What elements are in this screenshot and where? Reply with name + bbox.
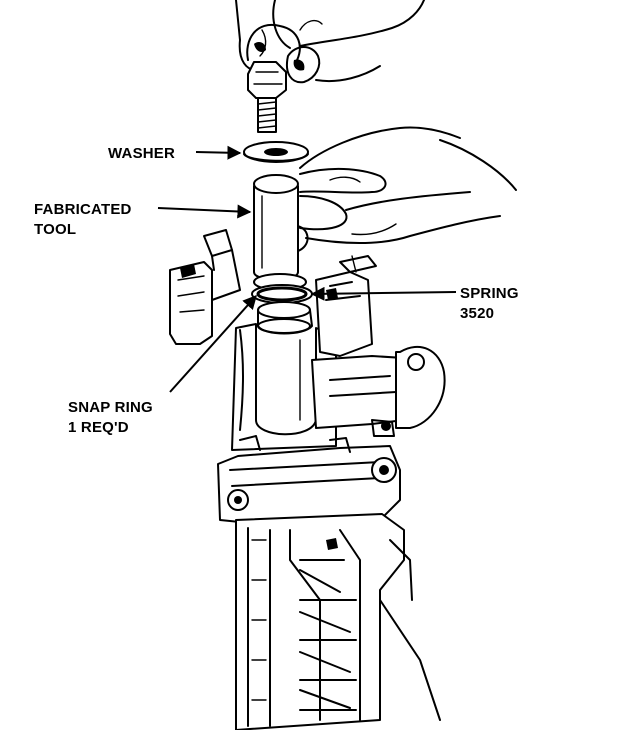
spring-label-line1: SPRING <box>460 285 519 302</box>
shifter-housing <box>169 229 446 730</box>
upper-hand <box>235 0 425 84</box>
spring-label-line2: 3520 <box>460 305 494 322</box>
washer-label: WASHER <box>108 145 175 162</box>
label-fabricated-tool: FABRICATED TOOL <box>34 201 252 238</box>
snap-ring-label-line1: SNAP RING <box>68 399 153 416</box>
label-snap-ring: SNAP RING 1 REQ'D <box>68 294 257 436</box>
spring-stack <box>251 273 313 335</box>
washer-leader <box>195 145 242 160</box>
fabricated-tool-label-line2: TOOL <box>34 221 76 238</box>
fabricated-tool-leader <box>157 204 252 219</box>
label-spring: SPRING 3520 <box>310 285 519 322</box>
fabricated-tool-label-line1: FABRICATED <box>34 201 132 218</box>
snap-ring-leader <box>169 294 257 393</box>
lower-hand <box>273 126 517 254</box>
spring-leader <box>310 286 457 301</box>
bolt <box>247 61 287 133</box>
washer <box>243 141 309 163</box>
label-washer: WASHER <box>108 145 242 162</box>
snap-ring-label-line2: 1 REQ'D <box>68 419 129 436</box>
fabricated-tool <box>253 174 299 281</box>
